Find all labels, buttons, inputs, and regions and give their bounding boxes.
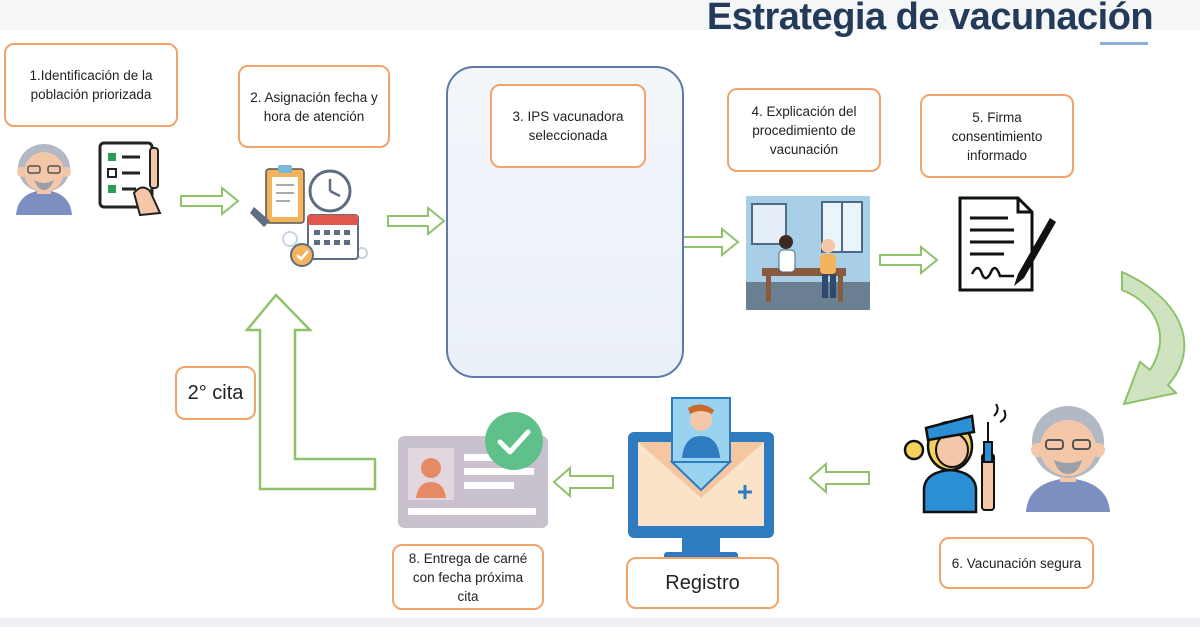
doctor-consultation-icon (746, 196, 870, 310)
signed-document-icon (958, 196, 1056, 292)
arrow-left-2 (552, 465, 614, 499)
elderly-person-icon-2 (1026, 406, 1110, 512)
second-appointment-box: 2° cita (175, 366, 256, 420)
step-1-label: 1.Identificación de la población prioriz… (29, 68, 153, 102)
step-6-label: 6. Vacunación segura (951, 555, 1082, 571)
return-arrow-up (244, 293, 377, 491)
step-7-box: Registro (626, 557, 779, 609)
second-appointment-label: 2° cita (187, 381, 244, 404)
arrow-right-2 (387, 205, 446, 237)
elderly-person-icon (16, 144, 72, 215)
step-2-label: 2. Asignación fecha y hora de atención (250, 89, 378, 124)
calendar-clock-icon (250, 165, 368, 267)
arrow-left-1 (808, 461, 870, 495)
arrow-right-1 (180, 185, 240, 217)
footer-band (0, 618, 1200, 627)
step-4-box: 4. Explicación del procedimiento de vacu… (727, 88, 881, 172)
title-underline (1100, 42, 1148, 45)
step-5-label: 5. Firma consentimiento informado (951, 109, 1043, 163)
step-6-box: 6. Vacunación segura (939, 537, 1094, 589)
step-8-box: 8. Entrega de carné con fecha próxima ci… (392, 544, 544, 610)
check-badge-icon (485, 412, 543, 470)
step-5-box: 5. Firma consentimiento informado (920, 94, 1074, 178)
step-7-label: Registro (665, 571, 740, 594)
step-4-label: 4. Explicación del procedimiento de vacu… (751, 103, 857, 157)
step-3-label: 3. IPS vacunadora seleccionada (512, 109, 624, 143)
checklist-icon (98, 141, 162, 217)
vaccinator-icon (903, 403, 1007, 514)
step-8-label: 8. Entrega de carné con fecha próxima ci… (408, 550, 528, 604)
arrow-right-4 (879, 244, 939, 276)
computer-registry-icon (628, 397, 774, 560)
arrow-right-3 (680, 226, 740, 258)
diagram-title: Estrategia de vacunación (706, 0, 1154, 38)
step-1-box: 1.Identificación de la población prioriz… (4, 43, 178, 127)
step-3-box: 3. IPS vacunadora seleccionada (490, 84, 646, 168)
header-band (0, 0, 1200, 30)
curved-arrow-down (1121, 270, 1186, 406)
step-2-box: 2. Asignación fecha y hora de atención (238, 65, 390, 148)
